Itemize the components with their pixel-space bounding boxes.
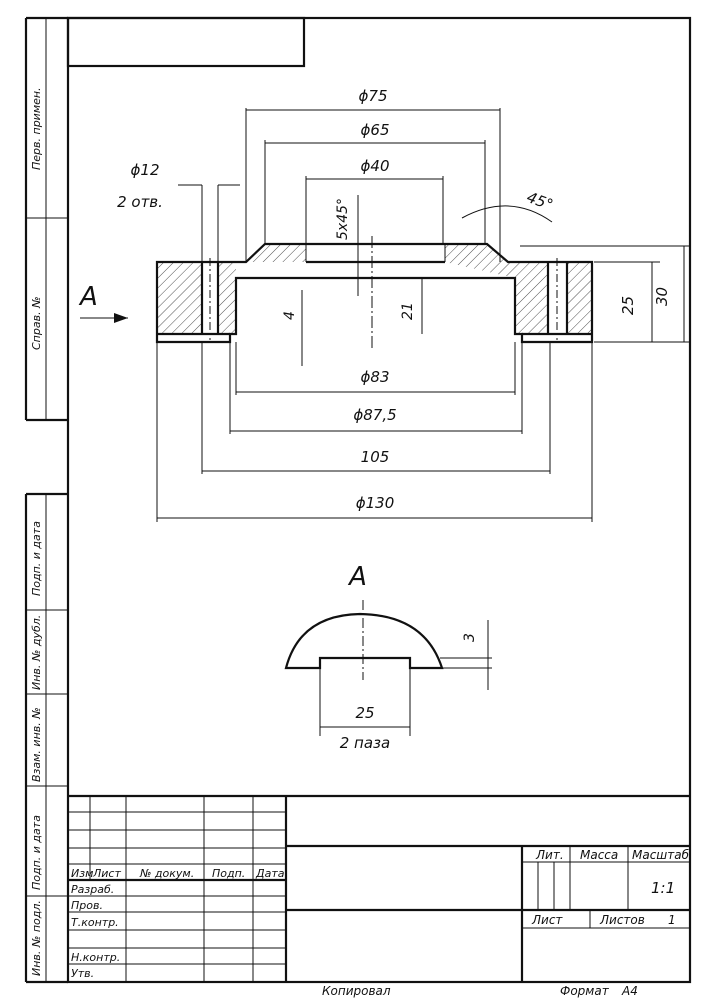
footer-format-value: А4 xyxy=(621,984,638,998)
dim-d87: ϕ87,5 xyxy=(353,406,396,424)
stamp-inv-podl: Инв. № подл. xyxy=(30,900,43,976)
tb-n-dokum: № докум. xyxy=(139,867,194,880)
view-a-arrow-label: A xyxy=(78,282,98,312)
stamp-podp-data-2: Подп. и дата xyxy=(30,815,43,890)
dim-h4: 4 xyxy=(282,311,298,320)
tb-massa: Масса xyxy=(580,848,618,862)
title-block: Изм Лист № докум. Подп. Дата Разраб. Про… xyxy=(68,794,690,982)
footer: Копировал Формат А4 xyxy=(322,984,638,998)
stamp-sprav-no: Справ. № xyxy=(30,296,43,350)
tb-prov: Пров. xyxy=(71,899,103,912)
footer-kopiroval: Копировал xyxy=(322,984,391,998)
dim-holes: 2 отв. xyxy=(117,193,163,211)
left-stamp: Перв. примен. Справ. № Подп. и дата Инв.… xyxy=(24,16,68,984)
tb-razrab: Разраб. xyxy=(71,883,114,896)
dimensions-bottom: ϕ83 ϕ87,5 105 ϕ130 xyxy=(156,342,593,522)
dimensions-top: ϕ75 ϕ65 ϕ40 ϕ12 2 отв. 5x45° 45° 25 30 4… xyxy=(78,87,690,366)
dim-slot-width: 25 xyxy=(355,704,374,722)
view-a: A 3 25 2 паза xyxy=(284,562,492,752)
footer-format: Формат xyxy=(560,984,610,998)
tb-utv: Утв. xyxy=(71,967,94,980)
tb-listov-label: Листов xyxy=(599,913,645,927)
dim-h21: 21 xyxy=(400,302,416,320)
tb-list-label: Лист xyxy=(531,913,563,927)
dim-d130: ϕ130 xyxy=(356,494,395,512)
tb-data: Дата xyxy=(255,867,285,880)
dim-d83: ϕ83 xyxy=(361,368,390,386)
tb-podp: Подп. xyxy=(212,867,245,880)
sheet-frame xyxy=(66,16,692,984)
dim-d65: ϕ65 xyxy=(361,121,390,139)
dim-chamfer: 5x45° xyxy=(335,198,351,240)
tb-list: Лист xyxy=(92,867,121,880)
tb-lit: Лит. xyxy=(535,848,564,862)
tb-izm: Изм xyxy=(71,867,93,880)
stamp-vzam-inv: Взам. инв. № xyxy=(30,707,43,782)
dim-h25: 25 xyxy=(619,296,637,315)
view-a-title: A xyxy=(347,562,367,592)
tb-t-kontr: Т.контр. xyxy=(71,916,119,929)
dim-slot-depth: 3 xyxy=(462,633,478,642)
stamp-inv-dubl: Инв. № дубл. xyxy=(30,615,43,690)
dim-h30: 30 xyxy=(653,287,671,306)
dim-d40: ϕ40 xyxy=(361,157,390,175)
stamp-perv-primen: Перв. примен. xyxy=(30,87,43,170)
dim-w105: 105 xyxy=(361,448,390,466)
tb-scale-value: 1:1 xyxy=(651,879,675,897)
tb-listov-value: 1 xyxy=(668,913,676,927)
tb-masshtab: Масштаб xyxy=(632,848,690,862)
flange-section xyxy=(155,236,594,350)
stamp-podp-data-1: Подп. и дата xyxy=(30,521,43,596)
dim-slots: 2 паза xyxy=(340,734,390,752)
dim-d75: ϕ75 xyxy=(359,87,388,105)
tb-n-kontr: Н.контр. xyxy=(71,951,120,964)
dim-d12: ϕ12 xyxy=(131,161,160,179)
